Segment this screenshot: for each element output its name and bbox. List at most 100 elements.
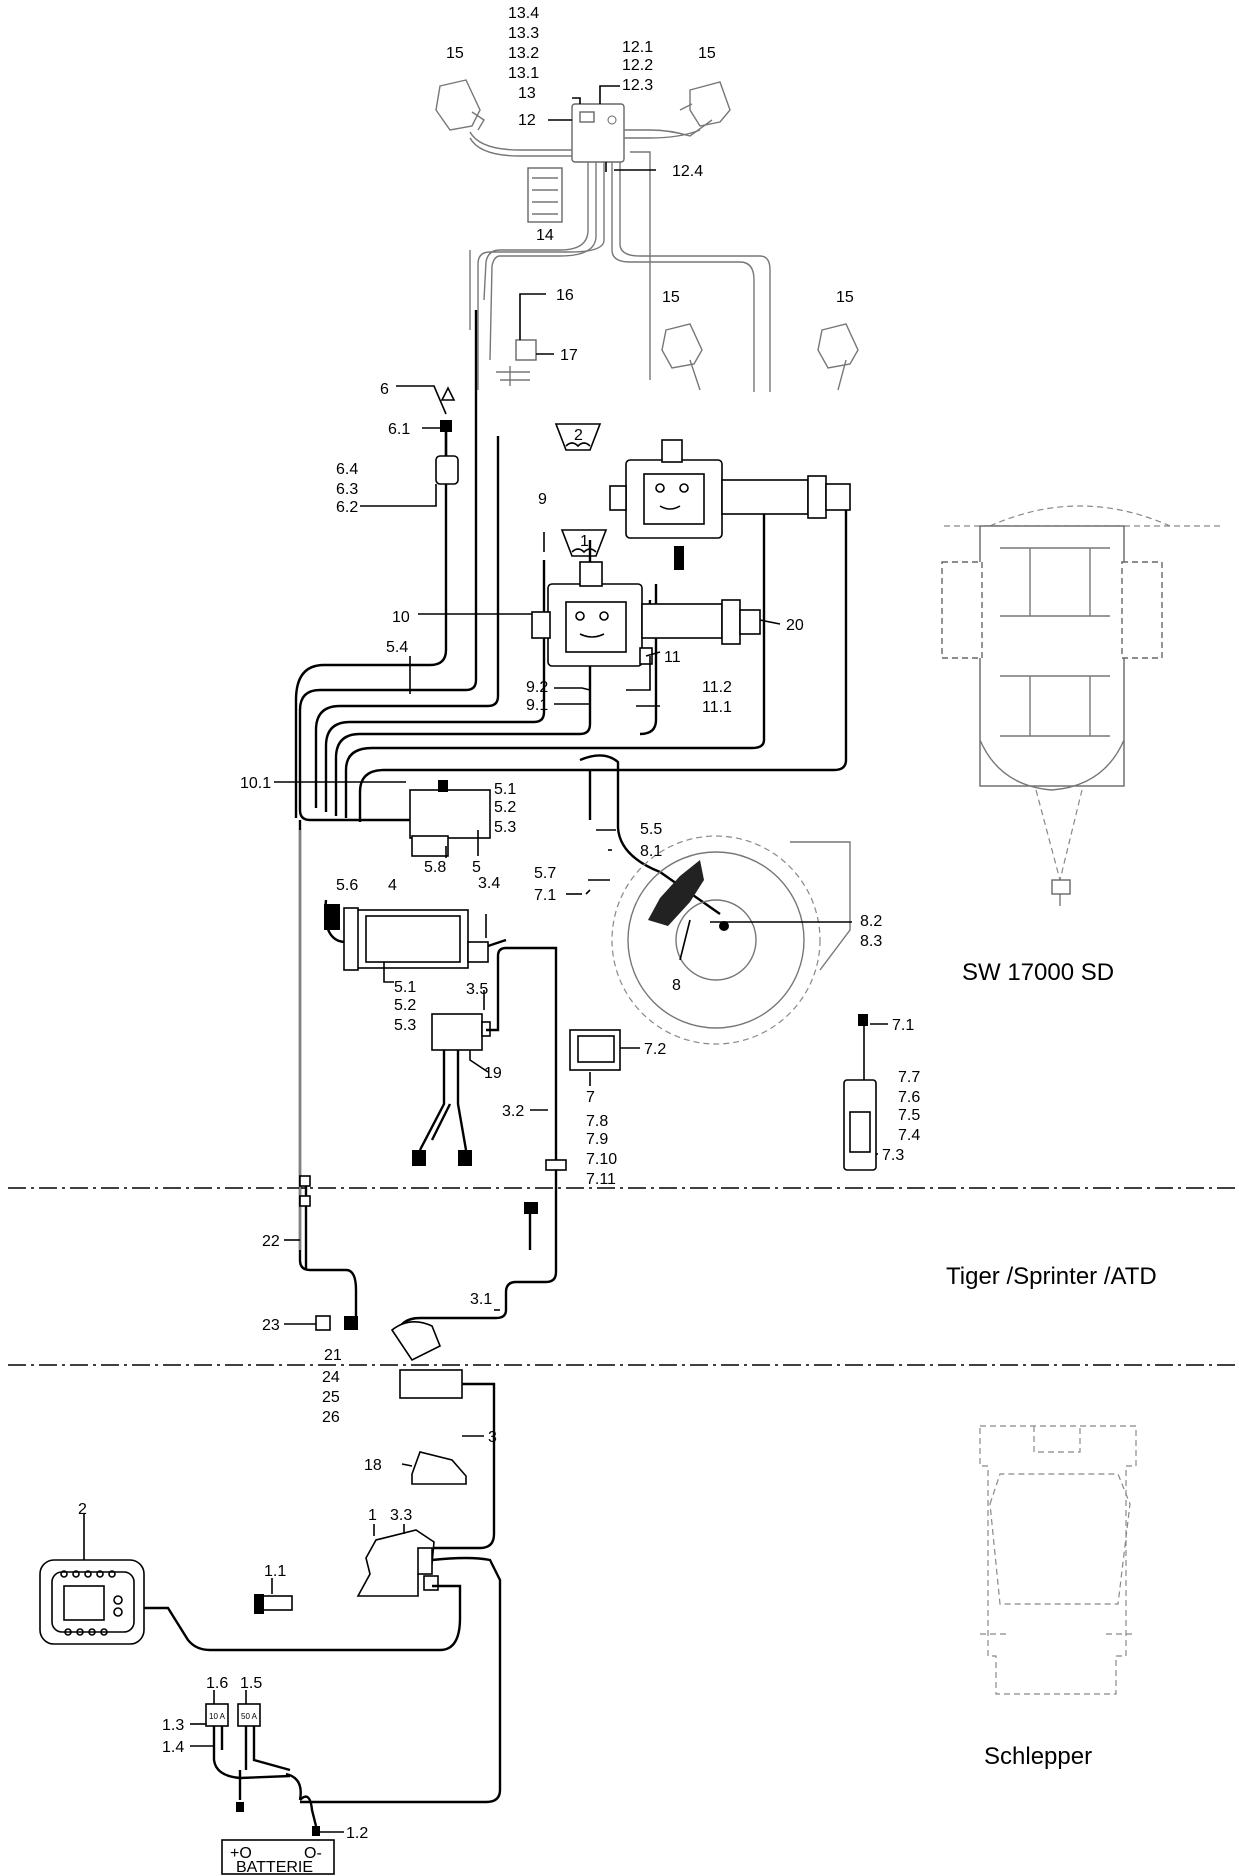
section-title-sw: SW 17000 SD (962, 959, 1114, 986)
cable-bundle (294, 310, 848, 1320)
label-13-3: 13.3 (508, 25, 539, 42)
boom-distribution (435, 79, 859, 392)
label-10: 10 (392, 609, 410, 626)
label-8-2: 8.2 (860, 913, 882, 930)
label-6: 6 (380, 381, 389, 398)
label-5-3-lower: 5.3 (394, 1017, 416, 1034)
label-4: 4 (388, 877, 397, 894)
hopper-marks: 2 1 (554, 423, 608, 557)
label-25: 25 (322, 1389, 340, 1406)
component-2-terminal (39, 1559, 145, 1645)
label-13-2: 13.2 (508, 45, 539, 62)
label-15-bottom-left: 15 (662, 289, 680, 306)
label-20: 20 (786, 617, 804, 634)
label-5-5: 5.5 (640, 821, 662, 838)
label-16: 16 (556, 287, 574, 304)
label-3: 3 (488, 1429, 497, 1446)
label-9: 9 (538, 491, 547, 508)
label-8-1: 8.1 (640, 843, 662, 860)
battery-section: 10 A 50 A (205, 1703, 335, 1875)
label-3-4: 3.4 (478, 875, 500, 892)
label-7-4: 7.4 (898, 1127, 920, 1144)
section-title-schlepper: Schlepper (984, 1743, 1092, 1770)
fuse-label-10a: 10 A (209, 1712, 226, 1721)
component-1-1 (254, 1594, 293, 1614)
component-7-3-radar (843, 1014, 877, 1171)
battery-plus: +O (230, 1845, 252, 1862)
component-18 (411, 1451, 467, 1485)
label-6-2: 6.2 (336, 499, 358, 516)
section-dividers (8, 1187, 1235, 1366)
component-5-junction-box (409, 780, 491, 857)
hopper-mark-1: 1 (580, 533, 589, 550)
label-15-bottom-right: 15 (836, 289, 854, 306)
label-13-4: 13.4 (508, 5, 539, 22)
label-3-5: 3.5 (466, 981, 488, 998)
label-8: 8 (672, 977, 681, 994)
spreader-outline (941, 505, 1220, 906)
label-11-1: 11.1 (702, 699, 732, 716)
component-8-wheel (611, 835, 851, 1045)
leader-lines (83, 85, 888, 1833)
label-1-3: 1.3 (162, 1717, 184, 1734)
label-13-1: 13.1 (508, 65, 539, 82)
label-11: 11 (664, 649, 681, 666)
label-9-2: 9.2 (526, 679, 548, 696)
label-7-10: 7.10 (586, 1151, 617, 1168)
label-6-3: 6.3 (336, 481, 358, 498)
component-1-base (144, 1529, 502, 1804)
label-12-2: 12.2 (622, 57, 653, 74)
label-5-3-upper: 5.3 (494, 819, 516, 836)
label-7-1-right: 7.1 (892, 1017, 914, 1034)
label-1: 1 (368, 1507, 377, 1524)
label-7-1-mid: 7.1 (534, 887, 556, 904)
label-3-3: 3.3 (390, 1507, 412, 1524)
label-26: 26 (322, 1409, 340, 1426)
label-5-4: 5.4 (386, 639, 408, 656)
label-5-2-upper: 5.2 (494, 799, 516, 816)
component-19 (412, 938, 558, 1166)
label-6-4: 6.4 (336, 461, 358, 478)
battery-label: BATTERIE (236, 1859, 313, 1876)
label-12-1: 12.1 (622, 39, 653, 56)
label-7: 7 (586, 1089, 595, 1106)
label-7-6: 7.6 (898, 1089, 920, 1106)
label-14: 14 (536, 227, 554, 244)
tractor-outline (979, 1425, 1137, 1695)
label-7-9: 7.9 (586, 1131, 608, 1148)
metering-unit-lower (531, 546, 761, 667)
label-24: 24 (322, 1369, 340, 1386)
label-7-7: 7.7 (898, 1069, 920, 1086)
label-21: 21 (324, 1347, 342, 1364)
label-5-7: 5.7 (534, 865, 556, 882)
label-7-5: 7.5 (898, 1107, 920, 1124)
label-12-4: 12.4 (672, 163, 703, 180)
label-1-5: 1.5 (240, 1675, 262, 1692)
label-5-1-upper: 5.1 (494, 781, 516, 798)
label-6-1: 6.1 (388, 421, 410, 438)
battery-minus: O- (304, 1845, 322, 1862)
label-22: 22 (262, 1233, 280, 1250)
label-5-6: 5.6 (336, 877, 358, 894)
label-1-1: 1.1 (264, 1563, 286, 1580)
label-5-8: 5.8 (424, 859, 446, 876)
label-1-2: 1.2 (346, 1825, 368, 1842)
label-7-3: 7.3 (882, 1147, 904, 1164)
label-3-2: 3.2 (502, 1103, 524, 1120)
hopper-mark-2: 2 (574, 427, 583, 444)
label-12: 12 (518, 112, 536, 129)
label-10-1: 10.1 (240, 775, 271, 792)
label-19: 19 (484, 1065, 502, 1082)
label-9-1: 9.1 (526, 697, 548, 714)
label-8-3: 8.3 (860, 933, 882, 950)
label-12-3: 12.3 (622, 77, 653, 94)
tractor-harness (299, 1152, 567, 1550)
section-title-tiger: Tiger /Sprinter /ATD (946, 1263, 1157, 1290)
label-5-1-lower: 5.1 (394, 979, 416, 996)
label-15-top-left: 15 (446, 45, 464, 62)
label-7-2: 7.2 (644, 1041, 666, 1058)
label-5-2-lower: 5.2 (394, 997, 416, 1014)
label-15-top-right: 15 (698, 45, 716, 62)
label-23: 23 (262, 1317, 280, 1334)
